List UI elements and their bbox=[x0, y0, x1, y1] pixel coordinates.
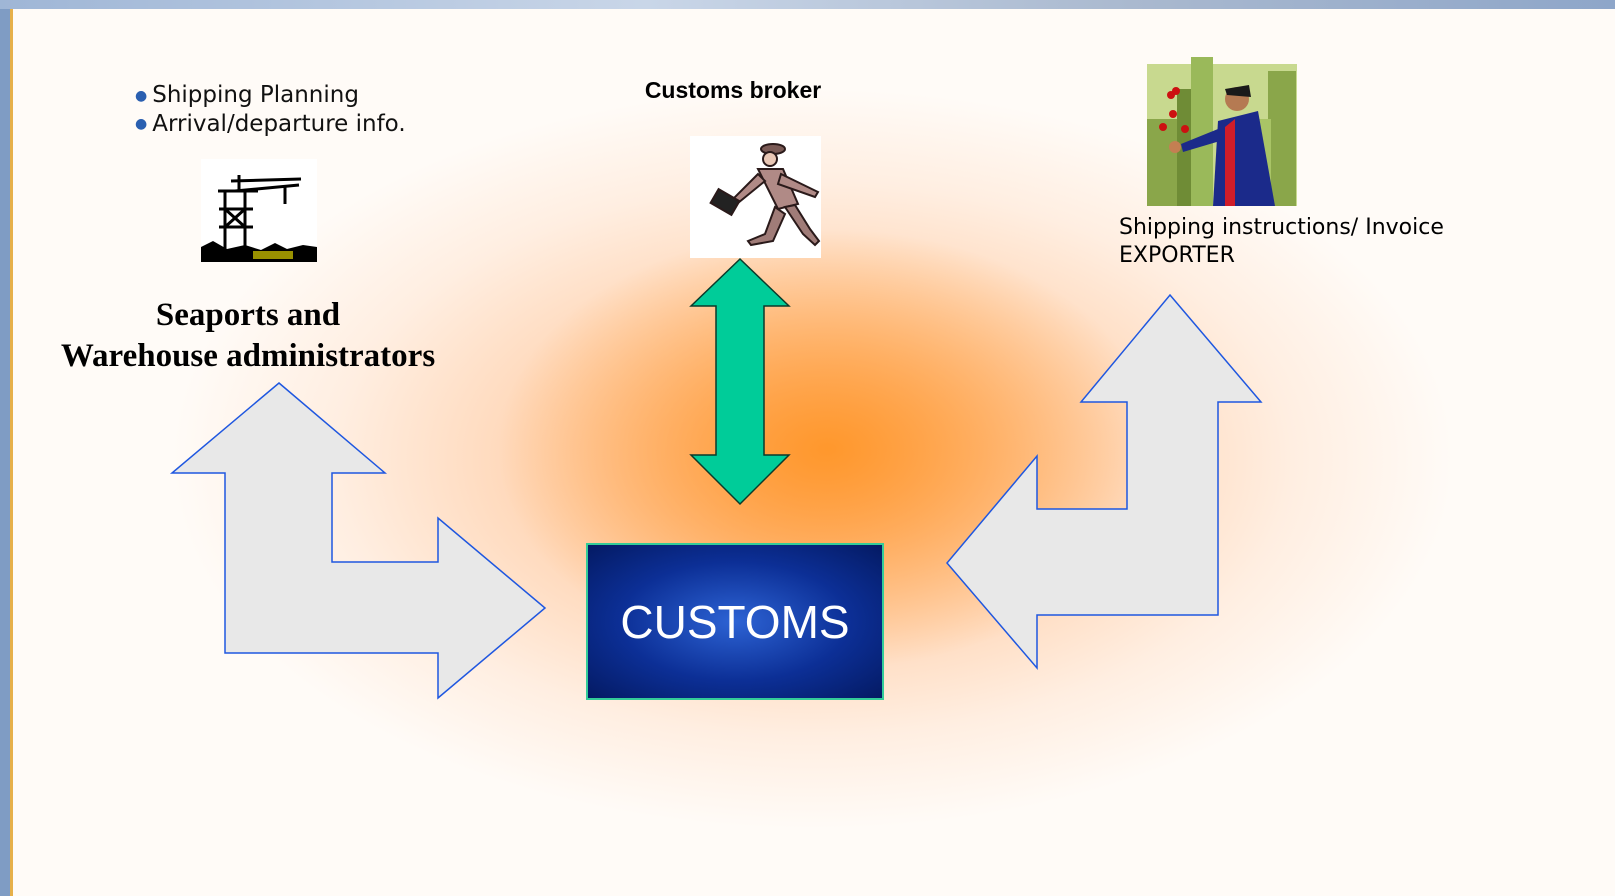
diagram-shapes bbox=[169, 57, 1297, 700]
slide-canvas: ●Shipping Planning ●Arrival/departure in… bbox=[10, 9, 1615, 896]
customs-label: CUSTOMS bbox=[620, 595, 850, 648]
broker-title: Customs broker bbox=[644, 77, 822, 103]
bullet-dot-icon: ● bbox=[135, 87, 148, 104]
seaports-title-line: Seaports and bbox=[155, 297, 341, 333]
bullet-item: ●Arrival/departure info. bbox=[135, 110, 406, 137]
exporter-line: Shipping instructions/ Invoice bbox=[1119, 215, 1444, 240]
crane-icon bbox=[201, 159, 317, 262]
customs-box: CUSTOMS bbox=[586, 543, 884, 700]
broker-double-arrow bbox=[689, 257, 791, 506]
bullet-dot-icon: ● bbox=[135, 116, 148, 132]
walking-businessman-icon bbox=[690, 136, 821, 258]
right-bent-arrow bbox=[946, 293, 1263, 671]
seaports-title: Seaports and Warehouse administrators bbox=[23, 295, 473, 377]
juggling-businessman-icon bbox=[1147, 57, 1297, 206]
left-bullet-list: ●Shipping Planning ●Arrival/departure in… bbox=[135, 81, 406, 138]
seaports-title-line: Warehouse administrators bbox=[60, 338, 436, 374]
window-top-band bbox=[0, 0, 1615, 9]
bullet-item: ●Shipping Planning bbox=[135, 82, 359, 108]
left-bent-arrow bbox=[169, 382, 547, 700]
exporter-line: EXPORTER bbox=[1119, 243, 1235, 268]
exporter-label: Shipping instructions/ Invoice EXPORTER bbox=[1119, 214, 1444, 270]
